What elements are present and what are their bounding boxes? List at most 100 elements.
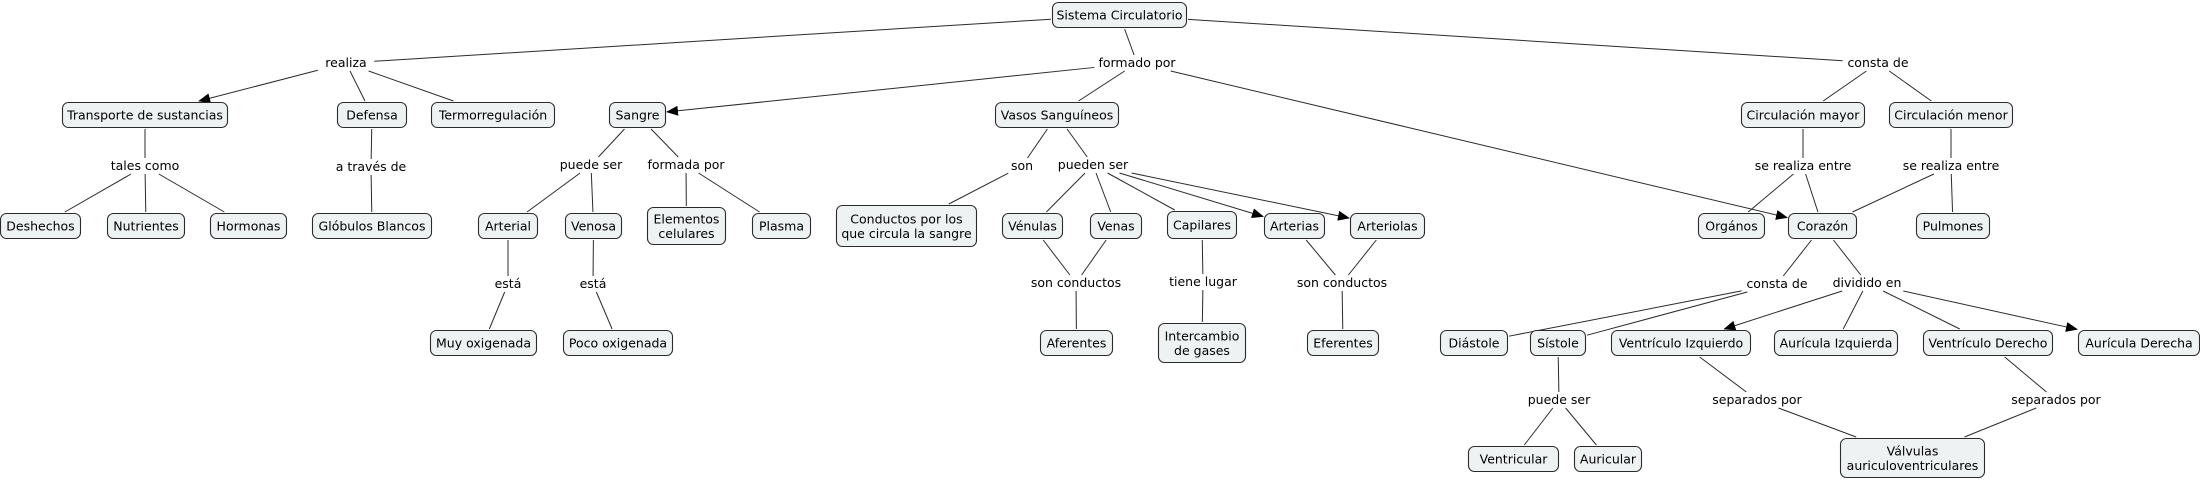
concept-organos[interactable]: Orgános: [1697, 212, 1766, 240]
concept-defensa[interactable]: Defensa: [336, 101, 408, 129]
concept-box: [835, 204, 978, 248]
concept-venas[interactable]: Venas: [1089, 212, 1143, 240]
concept-label: Arteriolas: [1357, 219, 1417, 234]
concept-arterial[interactable]: Arterial: [477, 212, 539, 240]
concept-label: Deshechos: [6, 219, 74, 234]
edge-realiza-termo: [368, 70, 454, 102]
concept-label: Arterias: [1270, 219, 1319, 234]
concept-globulos[interactable]: Glóbulos Blancos: [311, 212, 433, 240]
phrase-puede-ser-1: puede ser: [560, 157, 623, 172]
edge-pueden_ser-capilares: [1107, 172, 1175, 211]
edge-corazon-consta_de_2: [1782, 239, 1812, 277]
concept-termo[interactable]: Termorregulación: [430, 101, 556, 129]
concept-aur-der[interactable]: Aurícula Derecha: [2077, 329, 2200, 357]
concept-label: Sangre: [615, 108, 659, 123]
concept-nutrientes[interactable]: Nutrientes: [106, 212, 186, 240]
phrase-label: a través de: [336, 159, 407, 174]
phrase-label: se realiza entre: [1903, 158, 2000, 173]
concept-box: [1610, 329, 1752, 357]
edge-tales_como-hormonas: [158, 173, 225, 213]
phrase-label: separados por: [2011, 392, 2101, 407]
edge-sangre-formada_por: [650, 128, 679, 158]
edge-sangre-puede_ser_1: [598, 128, 625, 158]
concept-box: [1915, 212, 1991, 240]
concept-label: Aurícula Izquierda: [1780, 336, 1893, 351]
concept-aferentes[interactable]: Aferentes: [1039, 329, 1114, 357]
concept-box: [311, 212, 433, 240]
concept-diastole[interactable]: Diástole: [1439, 329, 1509, 357]
concept-corazon[interactable]: Corazón: [1787, 212, 1858, 240]
phrase-son: son: [1011, 158, 1033, 173]
concept-pulmones[interactable]: Pulmones: [1915, 212, 1991, 240]
phrase-separados-1: separados por: [1712, 392, 1802, 407]
concept-box: [1467, 445, 1560, 473]
edge-pueden_ser-arteriolas: [1131, 172, 1350, 221]
concept-arteriolas[interactable]: Arteriolas: [1349, 212, 1426, 240]
concept-poco-oxi[interactable]: Poco oxigenada: [562, 329, 674, 357]
edge-arteriolas-son_conductos_2: [1347, 239, 1377, 276]
concept-vent-izq[interactable]: Ventrículo Izquierdo: [1610, 329, 1752, 357]
concept-deshechos[interactable]: Deshechos: [0, 212, 82, 240]
concept-capilares[interactable]: Capilares: [1166, 210, 1238, 240]
concept-aur-izq[interactable]: Aurícula Izquierda: [1773, 329, 1899, 357]
phrase-label: se realiza entre: [1755, 158, 1852, 173]
concept-venulas[interactable]: Vénulas: [1001, 212, 1064, 240]
concept-box: [1888, 101, 2014, 129]
concept-box: [1263, 212, 1326, 240]
connection-lines: [64, 18, 2078, 446]
concept-sangre[interactable]: Sangre: [608, 101, 667, 129]
edge-root-realiza: [374, 18, 1052, 62]
concept-label: Eferentes: [1313, 336, 1373, 351]
concept-transporte[interactable]: Transporte de sustancias: [61, 101, 229, 129]
phrase-puede-ser-2: puede ser: [1528, 392, 1591, 407]
concept-circ-mayor[interactable]: Circulación mayor: [1740, 101, 1866, 129]
concept-box: [1787, 212, 1858, 240]
concept-vent-der[interactable]: Ventrículo Derecho: [1922, 329, 2054, 357]
phrase-esta-1: está: [495, 276, 522, 291]
edge-tales_como-nutrientes: [144, 173, 147, 213]
concept-venosa[interactable]: Venosa: [564, 212, 623, 240]
edge-vasos-pueden_ser: [1066, 128, 1088, 158]
concept-box: [1001, 212, 1064, 240]
edge-arterias-son_conductos_2: [1305, 239, 1336, 276]
concept-box: [751, 212, 812, 240]
concept-auricular[interactable]: Auricular: [1573, 445, 1643, 473]
edge-dividido_en-aur_izq: [1842, 290, 1864, 330]
edge-consta_de_1-circ_mayor: [1822, 70, 1867, 102]
concept-vasos[interactable]: Vasos Sanguíneos: [994, 101, 1120, 129]
concept-box: [994, 101, 1120, 129]
concept-ventricular[interactable]: Ventricular: [1467, 445, 1560, 473]
edge-capilares-tiene_lugar: [1201, 239, 1204, 275]
concept-label: Pulmones: [1923, 219, 1984, 234]
concept-eferentes[interactable]: Eferentes: [1306, 329, 1380, 357]
concept-box: [1166, 210, 1238, 240]
concept-plasma[interactable]: Plasma: [751, 212, 812, 240]
concept-circ-menor[interactable]: Circulación menor: [1888, 101, 2014, 129]
concept-root[interactable]: Sistema Circulatorio: [1051, 1, 1188, 29]
concept-label: Sístole: [1537, 336, 1579, 351]
concept-hormonas[interactable]: Hormonas: [209, 212, 288, 240]
edge-corazon-dividido_en: [1833, 239, 1862, 276]
concept-box: [1157, 322, 1247, 364]
concept-label: Capilares: [1173, 218, 1231, 233]
concept-box: [1573, 445, 1643, 473]
concept-label: Circulación mayor: [1747, 108, 1861, 123]
edge-puede_ser_2-auricular: [1565, 407, 1597, 446]
concept-box: [106, 212, 186, 240]
concept-sistole[interactable]: Sístole: [1529, 329, 1587, 357]
concept-label: Vénulas: [1008, 219, 1057, 234]
edge-consta_de_1-circ_menor: [1888, 70, 1932, 102]
concept-box: [608, 101, 667, 129]
concept-box: [646, 206, 727, 246]
concept-box: [209, 212, 288, 240]
edge-puede_ser_1-venosa: [590, 172, 594, 213]
edge-tiene_lugar-intercambio: [1201, 289, 1204, 323]
concept-muy-oxi[interactable]: Muy oxigenada: [429, 329, 538, 357]
phrase-label: consta de: [1746, 276, 1807, 291]
concept-arterias[interactable]: Arterias: [1263, 212, 1326, 240]
concept-label: Ventricular: [1480, 452, 1549, 467]
